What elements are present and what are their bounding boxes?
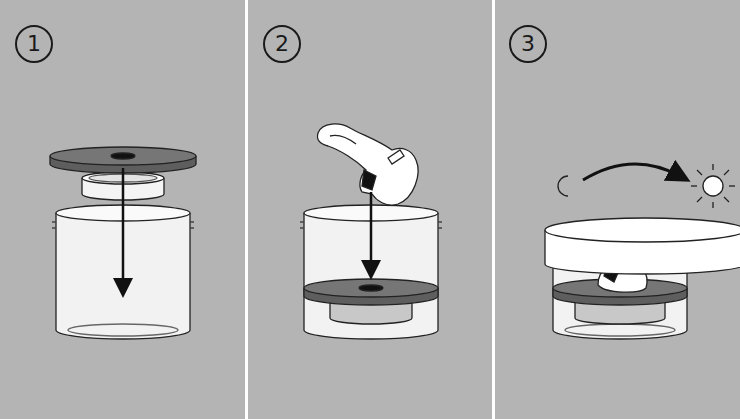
panel-divider <box>492 0 495 419</box>
step-one-figure <box>50 147 196 339</box>
callout-number: 3 <box>521 33 535 55</box>
step-circle: 3 <box>509 25 547 63</box>
step-two-figure <box>300 124 442 339</box>
panel-divider <box>245 0 248 419</box>
step-three-figure <box>545 164 740 339</box>
step-circle: 2 <box>263 25 301 63</box>
callout-number: 1 <box>27 33 41 55</box>
step-circle: 1 <box>15 25 53 63</box>
callout-number: 2 <box>275 33 289 55</box>
